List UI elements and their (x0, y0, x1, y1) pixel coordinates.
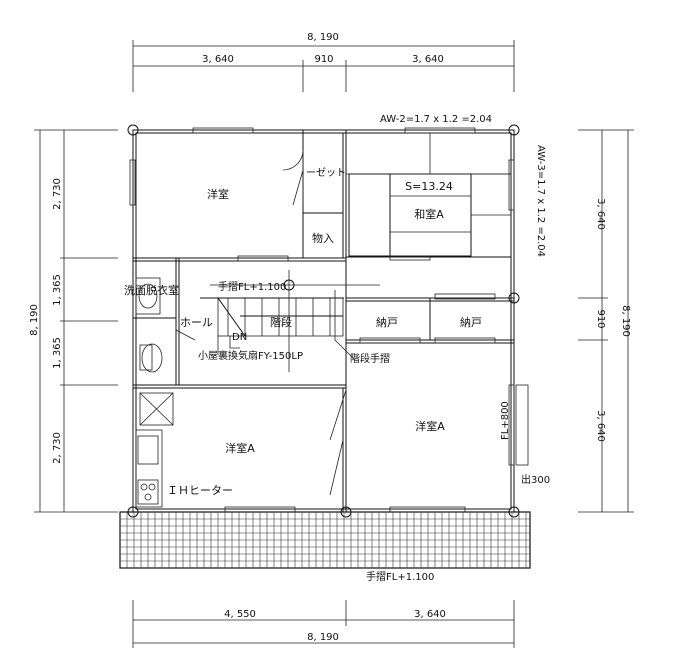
dim-bottom-part: 3, 640 (414, 609, 446, 620)
dim-right-total: 8, 190 (620, 305, 631, 337)
dimension-left: 8, 190 2, 730 1, 365 1, 365 2, 730 (29, 129, 118, 513)
dn-label: DN (232, 332, 247, 343)
room-label: ＩＨヒーター (167, 484, 233, 497)
dim-left-part: 1, 365 (52, 337, 63, 369)
dim-top-total: 8, 190 (307, 32, 339, 43)
area-label: S=13.24 (405, 180, 453, 193)
dim-bottom-part: 4, 550 (224, 609, 256, 620)
room-label: 納戸 (376, 316, 398, 329)
room-label: 洋室A (225, 441, 255, 455)
dim-left-part: 1, 365 (52, 274, 63, 306)
floor-level-label: FL+800 (500, 401, 511, 440)
fan-label: 小屋裏換気扇FY-150LP (198, 349, 303, 362)
dimension-top: 8, 190 3, 640 910 3, 640 (132, 32, 515, 92)
room-label: 洋室 (207, 187, 229, 201)
room-label: 納戸 (460, 316, 482, 329)
dim-top-part: 910 (314, 54, 333, 65)
balcony-grid (119, 511, 531, 569)
room-label: ーゼット (306, 167, 346, 179)
fan-leader (210, 270, 380, 372)
room-label: 物入 (312, 231, 334, 245)
dim-left-part: 2, 730 (52, 178, 63, 210)
window-label: AW-2=1.7 x 1.2 =2.04 (380, 114, 492, 125)
dim-right-part: 3, 640 (595, 198, 606, 230)
handrail-label: 手摺FL+1.100 (218, 280, 286, 293)
dim-right-part: 910 (595, 309, 606, 328)
projection-label: 出300 (521, 473, 550, 486)
dim-right-part: 3, 640 (595, 410, 606, 442)
room-labels: 洋室 ーゼット 物入 S=13.24 和室A 洗面脱衣室 ホール 階段 納戸 納… (124, 167, 482, 497)
room-label: 和室A (414, 207, 444, 221)
dimension-right: 3, 640 910 3, 640 8, 190 (578, 129, 634, 513)
annotations: AW-2=1.7 x 1.2 =2.04 AW-3=1.7 x 1.2 =2.0… (198, 114, 550, 583)
doors (175, 149, 347, 496)
room-label: ホール (180, 316, 213, 329)
room-label: 洗面脱衣室 (124, 283, 179, 297)
window-label: AW-3=1.7 x 1.2 =2.04 (535, 145, 546, 257)
room-label: 洋室A (415, 419, 445, 433)
handrail-label: 手摺FL+1.100 (366, 570, 434, 583)
dimension-bottom: 4, 550 3, 640 8, 190 (132, 600, 515, 648)
dim-bottom-total: 8, 190 (307, 632, 339, 643)
fixtures (135, 277, 174, 508)
dim-top-part: 3, 640 (202, 54, 234, 65)
dim-left-total: 8, 190 (29, 304, 40, 336)
dim-left-part: 2, 730 (52, 432, 63, 464)
stair-rail-label: 階段手摺 (350, 352, 390, 365)
staircase (200, 297, 344, 355)
dim-top-part: 3, 640 (412, 54, 444, 65)
room-label: 階段 (270, 315, 292, 329)
